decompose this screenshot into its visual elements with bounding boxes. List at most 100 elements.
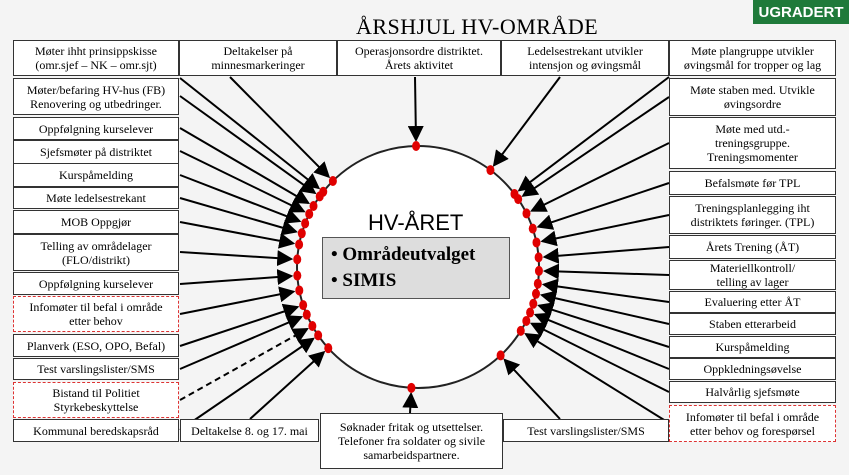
wheel-dot-14 [295,285,304,296]
wheel-dot-29 [522,315,531,326]
right-box-6: Materiellkontroll/ telling av lager [669,260,836,290]
arrow-15 [179,303,300,347]
wheel-dot-10 [297,228,306,239]
left-box-1: Møter/befaring HV-hus (FB) Renovering og… [13,78,179,115]
arrow-17 [179,327,309,401]
arrow-18 [179,337,315,431]
arrow-1 [179,77,321,190]
arrow-28 [533,312,670,370]
wheel-dot-23 [534,252,543,263]
wheel-dot-12 [293,254,302,265]
arrow-26 [539,290,670,325]
wheel-dot-31 [324,343,333,354]
arrow-13 [179,269,294,286]
right-box-1: Møte staben med. Utvikle øvingsordre [669,78,836,116]
wheel-dot-9 [301,218,310,229]
wheel-dot-22 [532,237,541,248]
right-box-2: Møte med utd.- treningsgruppe. Treningsm… [669,117,836,169]
right-box-9: Kurspåmelding [669,336,836,358]
wheel-dot-20 [522,208,531,219]
wheel-dot-33 [496,350,505,361]
wheel-dot-26 [531,288,540,299]
right-box-10: Oppkledningsøvelse [669,358,836,380]
bottom-box-3: Test varslingslister/SMS [503,419,669,442]
right-box-3: Befalsmøte før TPL [669,171,836,195]
classification-badge: UGRADERT [753,0,849,24]
wheel-dot-7 [309,200,318,211]
left-box-7: Telling av områdelager (FLO/distrikt) [13,234,179,271]
arrow-22 [540,214,670,247]
bottom-box-1: Deltakelse 8. og 17. mai [180,419,319,442]
page-title: ÅRSHJUL HV-OMRÅDE [356,14,599,39]
wheel-dot-18 [314,330,323,341]
wheel-dot-3 [412,141,421,152]
wheel-dot-24 [534,265,543,276]
left-box-11: Test varslingslister/SMS [13,358,179,380]
arrow-2 [229,76,331,179]
left-box-5: Møte ledelsestrekant [13,187,179,209]
left-box-6: MOB Oppgjør [13,210,179,234]
arrow-25 [541,278,670,303]
wheel-dot-28 [526,307,535,318]
arrow-6 [179,95,317,195]
arrow-31 [249,350,326,420]
arrow-32 [402,391,419,414]
arrow-16 [179,315,304,370]
arrow-11 [179,221,296,249]
wheel-dot-25 [533,278,542,289]
arrow-29 [529,322,670,393]
arrow-4 [492,76,561,167]
arrow-12 [179,250,294,267]
left-box-8: Oppfølgning kurselever [13,272,179,295]
arrow-8 [179,150,306,213]
arrow-33 [503,358,561,420]
top-box-4: Ledelsestrekant utvikler intensjon og øv… [501,40,669,76]
left-box-13: Kommunal beredskapsråd [13,419,179,442]
arrow-30 [524,332,670,424]
top-box-1: Møter ihht prinsippskisse (omr.sjef – NK… [13,40,179,76]
arrow-27 [537,302,670,348]
right-box-4: Treningsplanlegging iht distriktets føri… [669,196,836,234]
wheel-dot-19 [514,194,523,205]
arrow-5 [517,76,670,192]
arrow-7 [179,127,311,204]
wheel-dot-17 [308,321,317,332]
center-box: Områdeutvalget SIMIS [322,237,510,299]
wheel-dot-30 [516,325,525,336]
left-box-2: Oppfølgning kurselever [13,117,179,140]
bottom-box-2: Søknader fritak og utsettelser. Telefone… [320,413,503,469]
wheel-dot-2 [328,175,337,186]
right-box-7: Evaluering etter ÅT [669,291,836,313]
wheel-dot-27 [529,298,538,309]
top-box-5: Møte plangruppe utvikler øvingsmål for t… [669,40,836,76]
wheel-dot-4 [486,165,495,176]
wheel-dot-8 [305,208,314,219]
arrow-24 [542,263,670,280]
wheel-dot-15 [299,300,308,311]
arrow-23 [542,246,670,264]
right-box-12: Infomøter til befal i område etter behov… [669,405,836,442]
right-box-5: Årets Trening (ÅT) [669,235,836,259]
wheel-dot-16 [302,309,311,320]
wheel-dot-11 [295,239,304,250]
left-box-9: Infomøter til befal i område etter behov [13,296,179,332]
top-box-3: Operasjonsordre distriktet. Årets aktivi… [337,40,501,76]
center-item-simis: SIMIS [331,268,509,294]
right-box-11: Halvårlig sjefsmøte [669,381,836,403]
top-box-2: Deltakelser på minnesmarkeringer [179,40,337,76]
arrow-19 [521,96,670,197]
right-box-8: Staben etterarbeid [669,313,836,335]
arrow-9 [179,174,302,224]
arrow-20 [530,142,670,212]
wheel-dot-13 [293,270,302,281]
left-box-4: Kurspåmelding [13,163,179,187]
arrow-10 [179,197,298,236]
left-box-10: Planverk (ESO, OPO, Befal) [13,334,179,357]
arrow-21 [536,182,670,230]
arrow-3 [407,76,424,143]
wheel-dot-21 [528,223,537,234]
center-item-omradeutvalget: Områdeutvalget [331,242,509,268]
left-box-3: Sjefsmøter på distriktet [13,140,179,164]
wheel-dot-32 [407,382,416,393]
left-box-12: Bistand til Politiet Styrkebeskyttelse [13,382,179,418]
